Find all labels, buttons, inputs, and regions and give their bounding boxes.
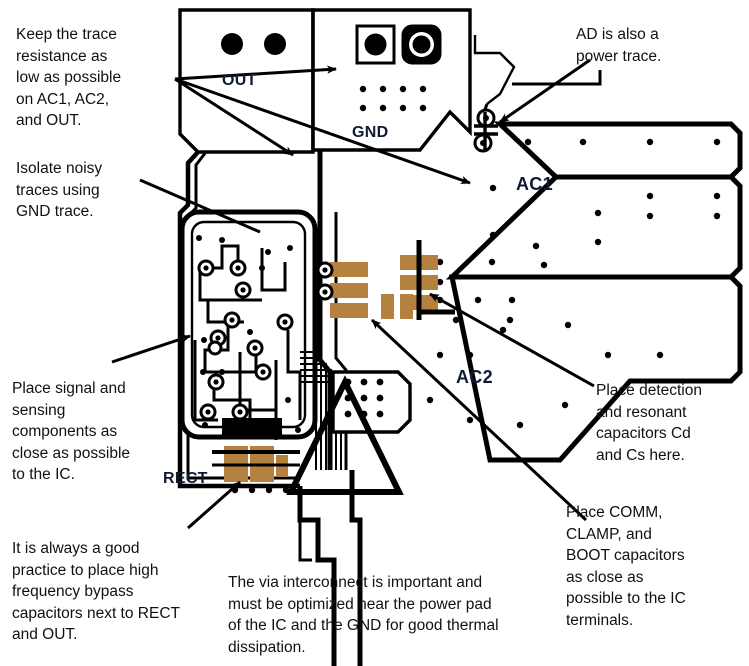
- out-via-2: [264, 33, 286, 55]
- note-ad-power-trace: AD is also a power trace.: [576, 26, 662, 65]
- note-trace-resistance: Keep the trace resistance as low as poss…: [16, 26, 122, 129]
- cap-cluster-comm-clamp-boot: [400, 240, 455, 320]
- center-gnd-column: [317, 150, 333, 470]
- gnd-via-field: [359, 85, 427, 112]
- note-via-interconnect: The via interconnect is important and mu…: [228, 574, 499, 656]
- ic-pad-vias: [197, 259, 294, 421]
- ac1-pour-outline: [493, 121, 743, 180]
- note-detection-resonant: Place detection and resonant capacitors …: [596, 382, 702, 464]
- out-via-1: [221, 33, 243, 55]
- pcb-label-ac1: AC1: [516, 174, 553, 194]
- note-isolate-noisy: Isolate noisy traces using GND trace.: [16, 160, 103, 220]
- ic-power-pad: [222, 418, 282, 435]
- ad-trace-outline: [473, 35, 516, 105]
- gnd-isolation-trace: [177, 150, 300, 489]
- pcb-label-rect: RECT: [163, 470, 208, 487]
- bottom-left-rail: [298, 495, 312, 562]
- cap-cluster-cd-cs: [316, 261, 368, 318]
- gnd-pad-round-via: [412, 35, 431, 54]
- ac2-pour-outline: [448, 274, 743, 463]
- pcb-label-out: OUT: [222, 72, 257, 89]
- board-outline-group: [111, 8, 743, 666]
- rect-via-row: [231, 486, 290, 494]
- rect-cap-pads: [212, 446, 300, 482]
- ac1-pour-lower: [445, 174, 743, 280]
- note-signal-sensing: Place signal and sensing components as c…: [12, 380, 131, 483]
- pcb-label-ac2: AC2: [456, 367, 493, 387]
- annotation-leaders: [111, 58, 602, 530]
- note-comm-clamp-boot: Place COMM, CLAMP, and BOOT capacitors a…: [566, 504, 686, 629]
- ad-pad-cluster: [473, 108, 498, 153]
- gnd-pad-square-via: [364, 33, 387, 56]
- via-interconnect-callout-triangle: [286, 375, 404, 495]
- pcb-label-gnd: GND: [352, 124, 389, 141]
- thermal-pad-outline: [331, 370, 412, 434]
- note-bypass-caps: It is always a good practice to place hi…: [12, 540, 180, 643]
